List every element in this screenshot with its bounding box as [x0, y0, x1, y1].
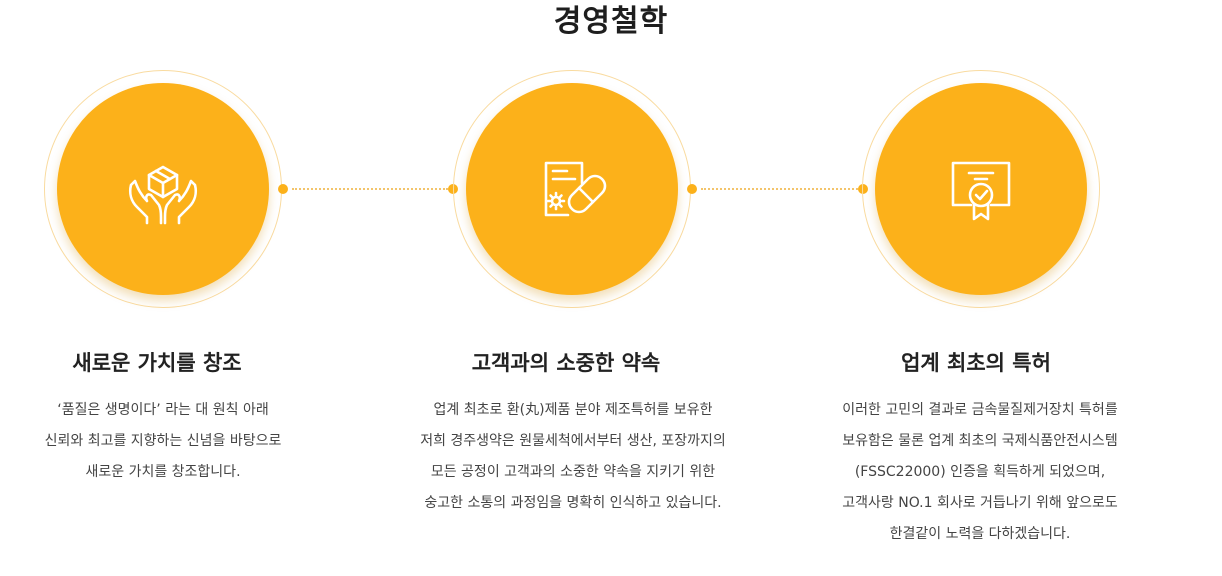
description-line: 모든 공정이 고객과의 소중한 약속을 지키기 위한	[430, 464, 716, 480]
description-line: 한결같이 노력을 다하겠습니다.	[889, 526, 1071, 542]
circle-ring-3	[862, 70, 1100, 308]
page-title: 경영철학	[553, 4, 669, 39]
connector-dot	[278, 184, 288, 194]
card-title-2: 고객과의 소중한 약속	[471, 351, 661, 375]
description-line: 숭고한 소통의 과정임을 명확히 인식하고 있습니다.	[424, 495, 722, 511]
description-line: 업계 최초로 환(丸)제품 분야 제조특허를 보유한	[433, 402, 713, 418]
description-line: 저희 경주생약은 원물세척에서부터 생산, 포장까지의	[420, 433, 726, 449]
description-line: 고객사랑 NO.1 회사로 거듭나기 위해 앞으로도	[842, 495, 1118, 511]
connector-dot	[687, 184, 697, 194]
card-title-1: 새로운 가치를 창조	[72, 351, 242, 375]
award-certificate-icon	[951, 161, 1011, 221]
description-line: (FSSC22000) 인증을 획득하게 되었으며,	[854, 464, 1106, 480]
description-line: 보유함은 물론 업계 최초의 국제식품안전시스템	[842, 433, 1118, 449]
dotted-connector	[701, 188, 858, 190]
card-title-3: 업계 최초의 특허	[901, 351, 1051, 375]
circle-1	[57, 83, 269, 295]
description-line: 새로운 가치를 창조합니다.	[85, 464, 241, 480]
certificate-capsule-icon	[544, 161, 607, 217]
hands-box-icon	[128, 165, 198, 225]
circle-2	[466, 83, 678, 295]
card-description-1: ‘품질은 생명이다’ 라는 대 원칙 아래 신뢰와 최고를 지향하는 신념을 바…	[0, 395, 363, 488]
circle-3	[875, 83, 1087, 295]
description-line: 신뢰와 최고를 지향하는 신념을 바탕으로	[44, 433, 282, 449]
description-line: 이러한 고민의 결과로 금속물질제거장치 특허를	[842, 402, 1118, 418]
dotted-connector	[292, 188, 448, 190]
card-description-2: 업계 최초로 환(丸)제품 분야 제조특허를 보유한 저희 경주생약은 원물세척…	[373, 395, 773, 519]
description-line: ‘품질은 생명이다’ 라는 대 원칙 아래	[57, 402, 269, 418]
card-description-3: 이러한 고민의 결과로 금속물질제거장치 특허를 보유함은 물론 업계 최초의 …	[780, 395, 1180, 550]
